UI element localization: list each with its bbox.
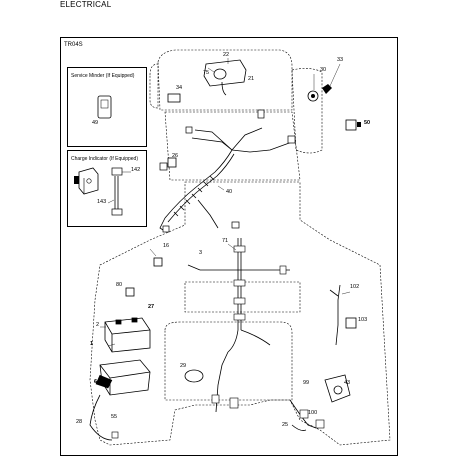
callout-28: 28 (76, 419, 83, 425)
pto-switch-graphic (324, 374, 351, 403)
callout-55: 55 (111, 414, 118, 420)
battery-graphic (104, 317, 151, 353)
dash-outline (164, 111, 301, 181)
callout-143: 143 (97, 199, 107, 205)
callout-75: 75 (203, 70, 210, 76)
tractor-outline (89, 49, 391, 446)
battery-strap-graphic (95, 374, 113, 389)
callout-22: 22 (223, 52, 230, 58)
rear-harness (187, 238, 290, 413)
callout-71: 71 (222, 238, 229, 244)
callout-34: 34 (176, 85, 183, 91)
relay-26-graphic (167, 157, 177, 168)
callout-43: 43 (344, 380, 351, 386)
ignition-key-graphic (322, 84, 332, 94)
callout-1: 1 (90, 341, 94, 347)
charge-indicator-inset: Charge Indicator (If Equipped) (67, 150, 147, 227)
left-fender-outline (149, 63, 159, 109)
part-80-graphic (125, 287, 135, 297)
callout-50: 50 (364, 120, 371, 126)
part-29-graphic (184, 369, 204, 383)
right-harness (329, 284, 341, 346)
switch-34-graphic (167, 93, 181, 103)
harness-connectors (159, 109, 296, 233)
hood-outline (157, 49, 293, 111)
callout-6: 6 (94, 379, 98, 385)
page-header: ELECTRICAL (60, 0, 112, 9)
callout-99: 99 (303, 380, 310, 386)
switch-16-graphic (153, 257, 163, 267)
right-fender-outline (291, 68, 323, 154)
callout-30: 30 (320, 67, 327, 73)
bottom-cables (89, 394, 317, 441)
callout-100: 100 (308, 410, 318, 416)
leader-lines (93, 58, 351, 383)
callout-27: 27 (148, 304, 155, 310)
rear-harness-connectors (211, 245, 287, 409)
battery-tray-graphic (99, 359, 151, 396)
callout-102: 102 (350, 284, 360, 290)
callout-33: 33 (337, 57, 344, 63)
service-minder-inset: Service Minder (If Equipped) (67, 67, 147, 147)
diagram-frame (60, 37, 398, 456)
deck-outline (164, 321, 293, 401)
callout-40: 40 (226, 189, 233, 195)
callout-29: 29 (180, 363, 187, 369)
callout-103: 103 (358, 317, 368, 323)
diagram-code: TR04S (64, 42, 83, 48)
footrest-outline (184, 281, 301, 313)
hour-meter-graphic (203, 59, 247, 96)
callout-142: 142 (131, 167, 141, 173)
callout-26: 26 (172, 153, 179, 159)
callout-49: 49 (92, 120, 99, 126)
callout-80: 80 (116, 282, 123, 288)
service-minder-title: Service Minder (If Equipped) (71, 73, 135, 79)
switch-103-graphic (345, 317, 357, 329)
callout-16: 16 (163, 243, 170, 249)
callout-3: 3 (199, 250, 203, 256)
charge-indicator-title: Charge Indicator (If Equipped) (71, 156, 138, 162)
callout-21: 21 (248, 76, 255, 82)
chassis-outline (89, 181, 391, 446)
bottom-connectors (111, 409, 325, 439)
callout-25: 25 (282, 422, 289, 428)
callout-2: 2 (96, 322, 100, 328)
plug-50-graphic (345, 119, 357, 131)
